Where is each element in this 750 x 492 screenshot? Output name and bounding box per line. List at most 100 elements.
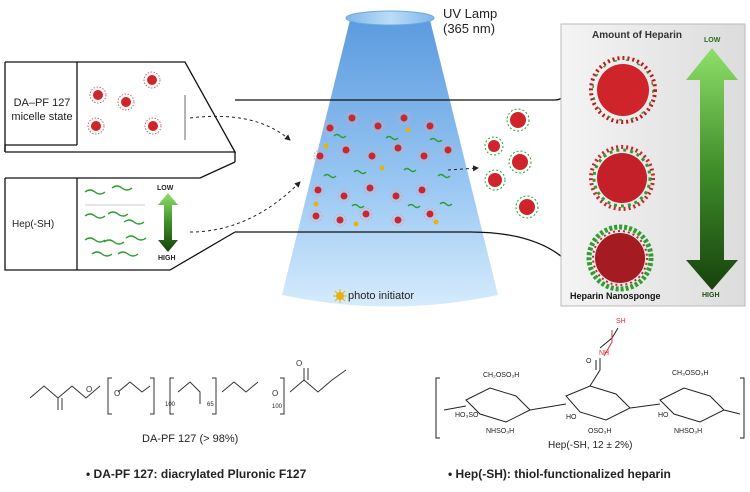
hep-oso3h: OSO₃H (588, 428, 612, 435)
heparin-panel-title: Amount of Heparin (592, 30, 682, 41)
mix-heparin-strand (437, 173, 451, 179)
mix-micelle (362, 210, 370, 218)
mix-micelle (316, 152, 324, 160)
legend-hep: • Hep(-SH): thiol-functionalized heparin (448, 467, 671, 481)
panel-low-label: LOW (704, 37, 721, 44)
mix-micelle-halo (339, 143, 353, 157)
hep-carbonyl-o: O (586, 358, 592, 365)
nanosponge-low (589, 56, 657, 124)
dapf-inlet-line1: DA–PF 127 (13, 97, 71, 109)
mix-micelle-halo (359, 207, 373, 221)
inlet-high-label: HIGH (158, 255, 176, 262)
mix-micelle-halo (423, 207, 437, 221)
hep-ch2oso3h: CH₂OSO₃H (483, 372, 520, 379)
mix-micelle (394, 216, 402, 224)
mix-heparin-strand (353, 169, 367, 175)
mix-heparin-strand (439, 201, 453, 207)
mix-heparin-strand (429, 137, 443, 143)
mix-micelle-halo (371, 119, 385, 133)
mix-micelle (420, 152, 428, 160)
mix-initiator (353, 221, 359, 227)
hep-nh: NH (599, 350, 610, 357)
lamp-name: UV Lamp (443, 6, 498, 21)
mix-micelle (400, 114, 408, 122)
svg-text:O: O (272, 389, 278, 398)
dapf-n3: 100 (272, 404, 283, 410)
mix-micelle-halo (391, 141, 405, 155)
flow-arrow-out (447, 165, 479, 172)
svg-text:O: O (296, 359, 302, 368)
mix-micelle (340, 192, 348, 200)
flow-arrow-bottom (189, 181, 301, 233)
mix-micelle-halo (345, 111, 359, 125)
nanosponge-mid (589, 145, 655, 211)
dapf-inlet-line2: micelle state (11, 111, 73, 123)
inlet-low-label: LOW (157, 185, 174, 192)
mix-micelle (374, 122, 382, 130)
mix-micelle (342, 146, 350, 154)
hep-ho-2: HO (658, 412, 669, 419)
hep-ho3so: HO₃SO (455, 412, 479, 419)
heparin-strands-inlet (84, 185, 147, 257)
mix-micelle (392, 192, 400, 200)
dapf-inlet-label: DA–PF 127 micelle state (10, 96, 74, 124)
mix-initiator (323, 143, 329, 149)
mix-micelle-halo (363, 181, 377, 195)
dapf-caption: DA-PF 127 (> 98%) (142, 433, 239, 445)
mix-micelle-halo (441, 143, 455, 157)
mix-heparin-strand (323, 173, 337, 179)
mix-micelle-halo (417, 149, 431, 163)
hep-nhso3h-1: NHSO₃H (486, 428, 515, 435)
dapf-structure (29, 368, 347, 415)
initiator-icon (333, 289, 347, 303)
mix-micelle-halo (311, 183, 325, 197)
lamp-title: UV Lamp (365 nm) (443, 6, 497, 36)
panel-high-label: HIGH (702, 292, 720, 299)
dapf-n1: 100 (165, 402, 176, 408)
mix-micelle-halo (397, 111, 411, 125)
svg-text:O: O (86, 385, 92, 394)
heparin-structure (435, 327, 745, 439)
mixing-particles (309, 111, 455, 227)
mix-heparin-strand (351, 203, 365, 209)
lamp-wavelength: (365 nm) (443, 21, 496, 36)
nanosponge-label: Heparin Nanosponge (570, 291, 661, 301)
mix-heparin-strand (385, 135, 399, 141)
hep-caption: Hep(-SH, 12 ± 2%) (548, 440, 633, 451)
mix-micelle-halo (415, 183, 429, 197)
mix-micelle-halo (423, 119, 437, 133)
mix-micelle-halo (365, 149, 379, 163)
microfluidic-channel (4, 54, 581, 281)
mix-initiator (405, 127, 411, 133)
mix-micelle (366, 184, 374, 192)
uv-beam (282, 20, 498, 307)
mix-initiator (313, 201, 319, 207)
mix-heparin-strand (407, 203, 421, 209)
mix-micelle (444, 146, 452, 154)
dapf-n2: 65 (207, 402, 214, 408)
gradient-arrow-small (158, 193, 178, 252)
nanosponge-high (586, 224, 654, 292)
mix-micelle-halo (323, 121, 337, 135)
mix-initiator (379, 165, 385, 171)
uv-lamp (345, 10, 435, 26)
mix-micelle (348, 114, 356, 122)
svg-text:O: O (114, 389, 120, 398)
gradient-arrow-large (686, 48, 738, 290)
mix-micelle-halo (333, 213, 347, 227)
mix-micelle (326, 124, 334, 132)
mix-micelle-halo (337, 189, 351, 203)
mix-micelle-halo (391, 213, 405, 227)
mix-micelle (336, 216, 344, 224)
mix-micelle-halo (309, 209, 323, 223)
hep-ch3oso3h: CH₃OSO₃H (672, 370, 709, 377)
mix-micelle (368, 152, 376, 160)
hep-ho-1: HO (566, 414, 577, 421)
mix-heparin-strand (333, 133, 347, 139)
mix-micelle-halo (313, 149, 327, 163)
hep-inlet-label: Hep(-SH) (12, 219, 55, 230)
micelles-inlet (87, 71, 162, 135)
mix-micelle (394, 144, 402, 152)
